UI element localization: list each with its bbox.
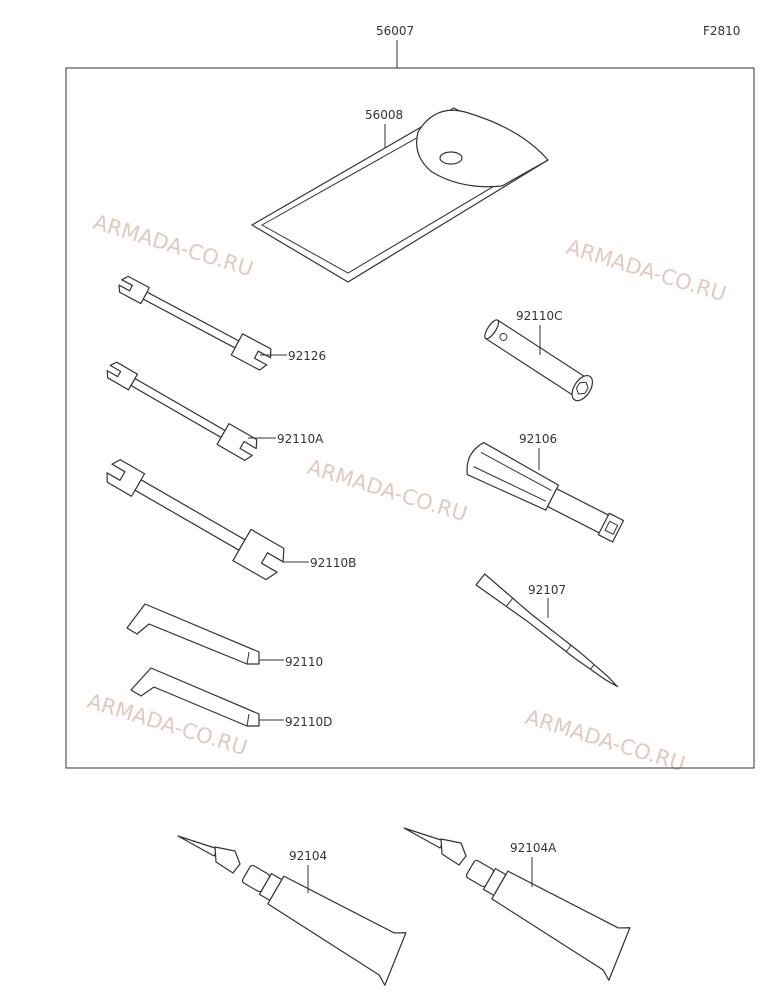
watermark-5: ARMADA-CO.RU bbox=[523, 705, 688, 776]
watermark-1: ARMADA-CO.RU bbox=[91, 210, 256, 281]
repair-kit-92104 bbox=[177, 835, 407, 986]
watermark-2: ARMADA-CO.RU bbox=[564, 235, 729, 306]
box-wrench-92110c bbox=[484, 319, 594, 402]
handle-92106 bbox=[466, 441, 625, 543]
tool-pouch bbox=[251, 107, 549, 283]
hex-key-92110 bbox=[126, 603, 260, 665]
hex-key-92110d bbox=[130, 667, 260, 727]
label-kit: 56007 bbox=[376, 24, 414, 38]
watermark-3: ARMADA-CO.RU bbox=[305, 455, 470, 526]
repair-kit-92104a bbox=[403, 827, 631, 981]
label-box-wrench: 92110C bbox=[516, 309, 563, 323]
label-wrench-a: 92126 bbox=[288, 349, 326, 363]
label-hex-key-b: 92110D bbox=[285, 715, 332, 729]
label-wrench-b: 92110A bbox=[277, 432, 324, 446]
label-repair-kit-b: 92104A bbox=[510, 841, 557, 855]
label-pouch: 56008 bbox=[365, 108, 403, 122]
wrench-92110b bbox=[106, 459, 285, 581]
figure-code: F2810 bbox=[703, 24, 740, 38]
label-wrench-c: 92110B bbox=[310, 556, 356, 570]
label-screwdriver: 92107 bbox=[528, 583, 566, 597]
label-hex-key-a: 92110 bbox=[285, 655, 323, 669]
pouch-snap bbox=[439, 151, 463, 165]
label-repair-kit-a: 92104 bbox=[289, 849, 327, 863]
kit-frame bbox=[65, 67, 755, 769]
wrench-92126 bbox=[118, 275, 272, 371]
label-handle: 92106 bbox=[519, 432, 557, 446]
screwdriver-92107 bbox=[475, 573, 619, 688]
wrench-92110a bbox=[106, 361, 258, 461]
